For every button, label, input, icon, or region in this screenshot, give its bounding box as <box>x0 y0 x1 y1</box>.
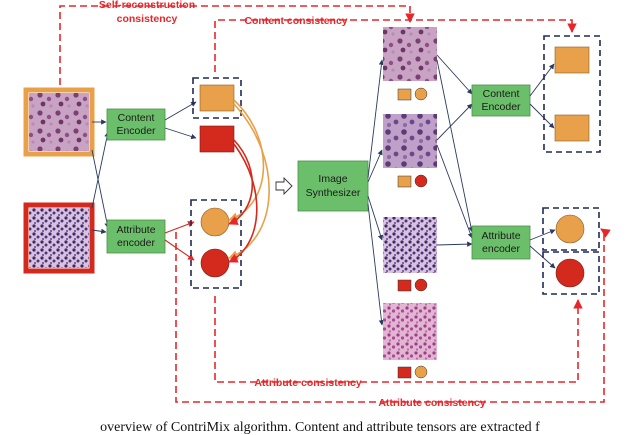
to-synthesizer-arrow-icon <box>275 176 293 196</box>
synth-image-2 <box>383 114 437 188</box>
figure-caption: overview of ContriMix algorithm. Content… <box>100 421 540 435</box>
content-encoder-1-outputs <box>164 101 197 140</box>
svg-text:encoder: encoder <box>482 243 520 255</box>
svg-text:Content: Content <box>483 88 520 100</box>
svg-text:Synthesizer: Synthesizer <box>306 187 361 199</box>
attribute-encoder-1-outputs <box>164 221 195 261</box>
svg-text:encoder: encoder <box>117 237 155 249</box>
attribute-tensor-2-orange <box>555 214 585 244</box>
synth-image-3 <box>383 217 437 292</box>
attribute-tensor-2-dashed-box-top <box>542 207 600 251</box>
self-reconstruction-label-1: Self-reconstruction <box>99 0 195 11</box>
synthesizer-output-arrows <box>367 59 385 326</box>
self-reconstruction-label-2: consistency <box>117 13 178 25</box>
svg-text:Image: Image <box>318 173 347 185</box>
attribute-tensor-orange <box>200 207 230 237</box>
content-encoder-1: Content Encoder <box>106 108 166 141</box>
synth-to-encoder-arrows <box>436 54 474 247</box>
attribute-encoder-1: Attribute encoder <box>106 219 166 254</box>
content-tensor-red <box>199 125 235 153</box>
content-tensor-orange <box>199 84 235 112</box>
attribute-consistency-label-2: Attribute consistency <box>378 397 486 409</box>
content-tensor-2-dashed-box <box>543 35 601 153</box>
input-image-content <box>23 87 95 157</box>
content-tensor-dashed-box <box>192 77 242 119</box>
content-tensor-2-top <box>554 46 590 74</box>
attribute-tensor-2-dashed-box-bottom <box>542 251 600 295</box>
consistency-paths <box>59 5 611 403</box>
content-encoder-2: Content Encoder <box>471 84 531 117</box>
content-consistency-label: Content consistency <box>244 15 347 27</box>
svg-text:Attribute: Attribute <box>116 224 155 236</box>
attribute-encoder-2: Attribute encoder <box>471 225 531 260</box>
input-to-encoder-arrows <box>91 119 110 234</box>
encoder-2-outputs <box>529 63 556 269</box>
input-image-attribute <box>23 202 95 274</box>
svg-text:Encoder: Encoder <box>116 125 156 137</box>
mixing-curves <box>228 99 270 263</box>
attribute-tensor-red <box>200 248 230 278</box>
synth-image-4 <box>383 303 437 379</box>
attribute-consistency-label-1: Attribute consistency <box>254 377 362 389</box>
attribute-tensor-2-red <box>555 258 585 288</box>
attribute-tensor-dashed-box <box>190 199 242 289</box>
svg-text:Content: Content <box>118 112 155 124</box>
svg-text:Encoder: Encoder <box>481 101 521 113</box>
image-synthesizer: Image Synthesizer <box>297 160 369 212</box>
content-tensor-2-bottom <box>554 114 590 142</box>
synth-image-1 <box>383 27 437 101</box>
svg-text:Attribute: Attribute <box>481 230 520 242</box>
